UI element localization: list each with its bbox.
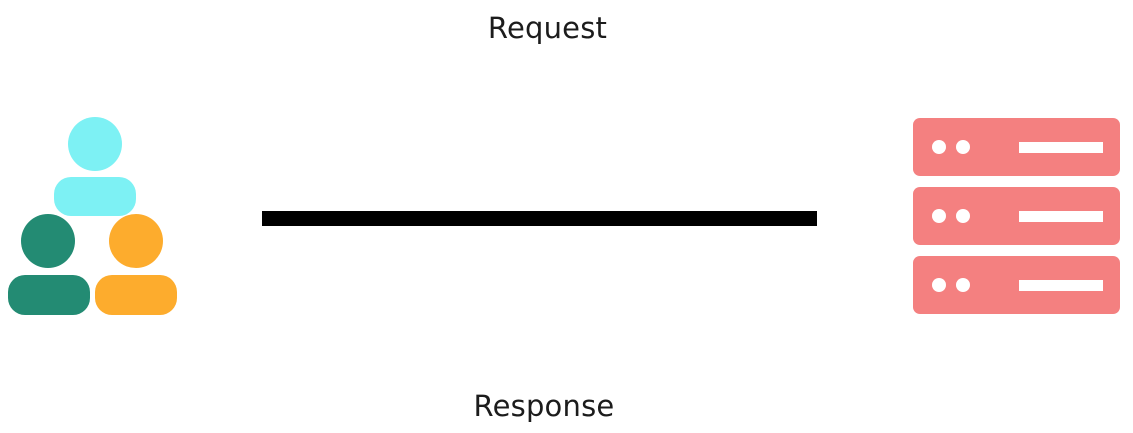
server-unit-3 xyxy=(913,256,1120,314)
user-top-head xyxy=(68,117,122,171)
users-group-icon xyxy=(8,117,177,315)
server-slot xyxy=(1019,211,1103,222)
server-led xyxy=(932,209,946,223)
server-slot xyxy=(1019,280,1103,291)
user-left-head xyxy=(21,214,75,268)
server-led xyxy=(932,140,946,154)
user-left-body xyxy=(8,275,90,315)
server-rack-icon xyxy=(913,118,1120,314)
request-label: Request xyxy=(487,11,608,45)
user-top-figure xyxy=(54,117,136,216)
server-led xyxy=(956,209,970,223)
server-slot xyxy=(1019,142,1103,153)
user-right-head xyxy=(109,214,163,268)
response-label: Response xyxy=(473,389,615,423)
server-led xyxy=(956,140,970,154)
server-led xyxy=(932,278,946,292)
server-unit-2 xyxy=(913,187,1120,245)
user-right-figure xyxy=(95,214,177,315)
user-right-body xyxy=(95,275,177,315)
connection-line xyxy=(262,211,817,226)
user-top-body xyxy=(54,177,136,216)
server-unit-1 xyxy=(913,118,1120,176)
user-left-figure xyxy=(8,214,90,315)
server-led xyxy=(956,278,970,292)
